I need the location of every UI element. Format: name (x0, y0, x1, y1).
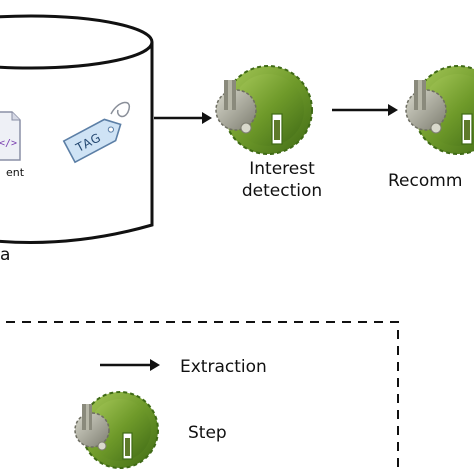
legend-extraction-arrow (100, 359, 160, 371)
legend-step-label: Step (188, 423, 227, 443)
step-label-line1: Interest (249, 159, 315, 179)
step-label-recommendation: Recomm (388, 171, 463, 191)
legend-extraction-label: Extraction (180, 357, 267, 377)
step-label-line2: detection (241, 181, 323, 201)
document-icon: </> (0, 111, 21, 161)
extraction-arrow-1 (154, 112, 212, 124)
extraction-arrow-2 (332, 104, 398, 116)
document-label: ent (6, 166, 25, 179)
legend-step-gear-icon (74, 391, 159, 469)
tag-string-icon (110, 101, 131, 118)
step-label-interest-detection: Interest detection (222, 158, 342, 202)
tag-icon: TAG (62, 118, 122, 164)
legend-box (0, 321, 399, 474)
data-store-label: a (0, 245, 11, 265)
step-gear-interest-detection (215, 65, 313, 155)
document-code-glyph: </> (0, 138, 17, 149)
step-gear-recommendation (405, 65, 474, 155)
data-store-cylinder (0, 14, 154, 244)
